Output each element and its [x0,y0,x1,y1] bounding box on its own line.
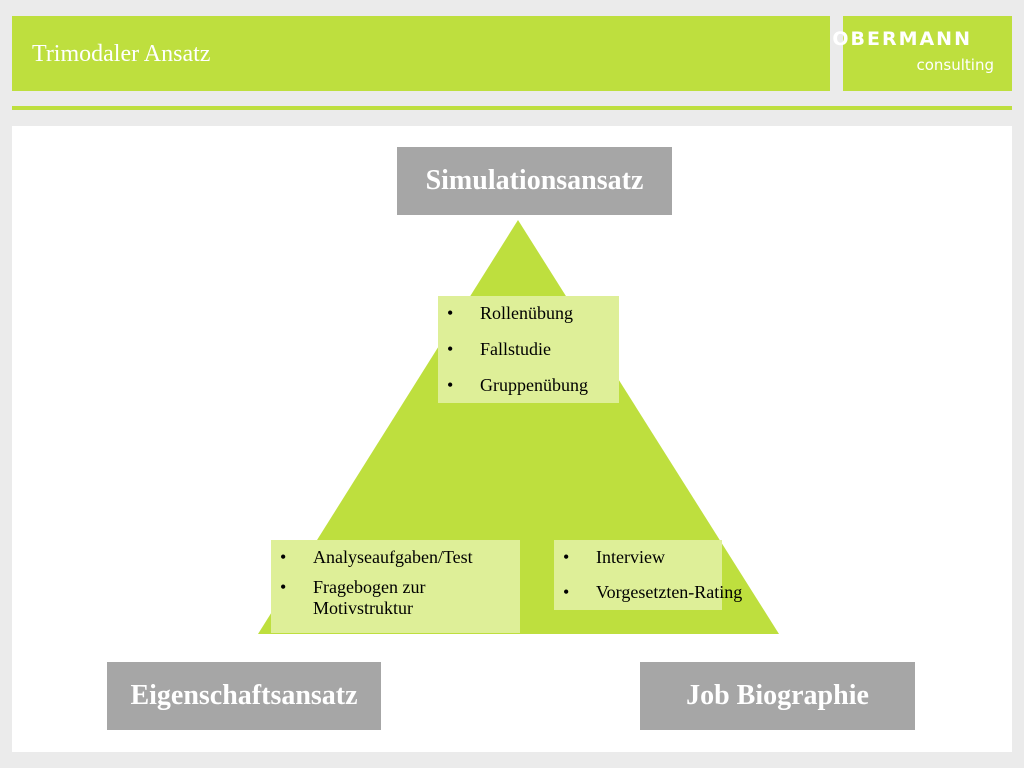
trait-list: Analyseaufgaben/Test Fragebogen zur Moti… [280,547,473,628]
pyramid-shape [258,220,779,634]
list-item: Vorgesetzten-Rating [563,582,742,603]
approach-simulation: Simulationsansatz [397,147,672,215]
company-logo: OBERMANN consulting [832,16,1012,91]
approach-simulation-label: Simulationsansatz [425,165,644,196]
list-item: Fallstudie [447,339,588,360]
list-item-line: Fragebogen zur [313,577,426,597]
list-item: Rollenübung [447,303,588,324]
list-item: Analyseaufgaben/Test [280,547,473,568]
list-item-line: Motivstruktur [313,598,414,618]
approach-trait: Eigenschaftsansatz [107,662,381,730]
biography-list: Interview Vorgesetzten-Rating [563,547,742,617]
approach-trait-label: Eigenschaftsansatz [130,680,358,711]
page-title: Trimodaler Ansatz [32,41,211,67]
header-divider [12,106,1012,110]
logo-name: OBERMANN [832,28,972,50]
list-item: Fragebogen zur Motivstruktur [280,577,473,619]
approach-biography-label: Job Biographie [686,680,869,711]
list-item: Gruppenübung [447,375,588,396]
header-bar: Trimodaler Ansatz [12,16,830,91]
simulation-list: Rollenübung Fallstudie Gruppenübung [447,303,588,411]
logo-subtitle: consulting [916,56,995,74]
approach-biography: Job Biographie [640,662,915,730]
list-item: Interview [563,547,742,568]
